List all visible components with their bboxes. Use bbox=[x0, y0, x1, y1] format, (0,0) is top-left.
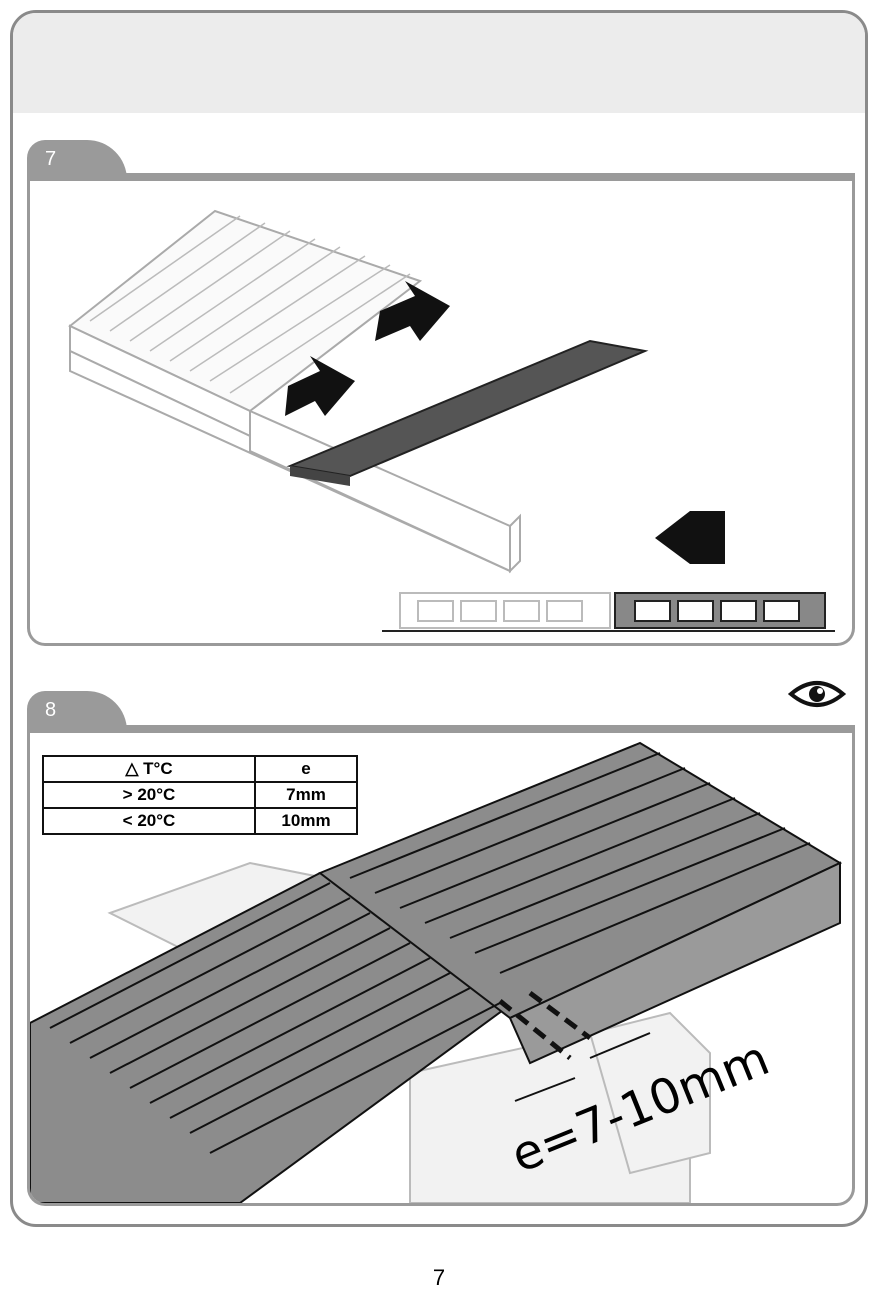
header-band bbox=[13, 13, 865, 113]
cell-temp: < 20°C bbox=[42, 807, 256, 835]
page-frame: 7 bbox=[10, 10, 868, 1227]
page-number: 7 bbox=[432, 1265, 446, 1290]
cell-temp: > 20°C bbox=[42, 781, 256, 809]
header-temp: △ T°C bbox=[42, 755, 256, 783]
eye-icon bbox=[788, 681, 846, 707]
step-7-panel bbox=[27, 173, 855, 646]
step-8-illustration: e=7-10mm bbox=[30, 741, 843, 1203]
step-tab-8: 8 bbox=[27, 691, 127, 731]
header-gap: e bbox=[254, 755, 358, 783]
step-7-illustration bbox=[68, 209, 835, 632]
cell-gap: 10mm bbox=[254, 807, 358, 835]
cell-gap: 7mm bbox=[254, 781, 358, 809]
